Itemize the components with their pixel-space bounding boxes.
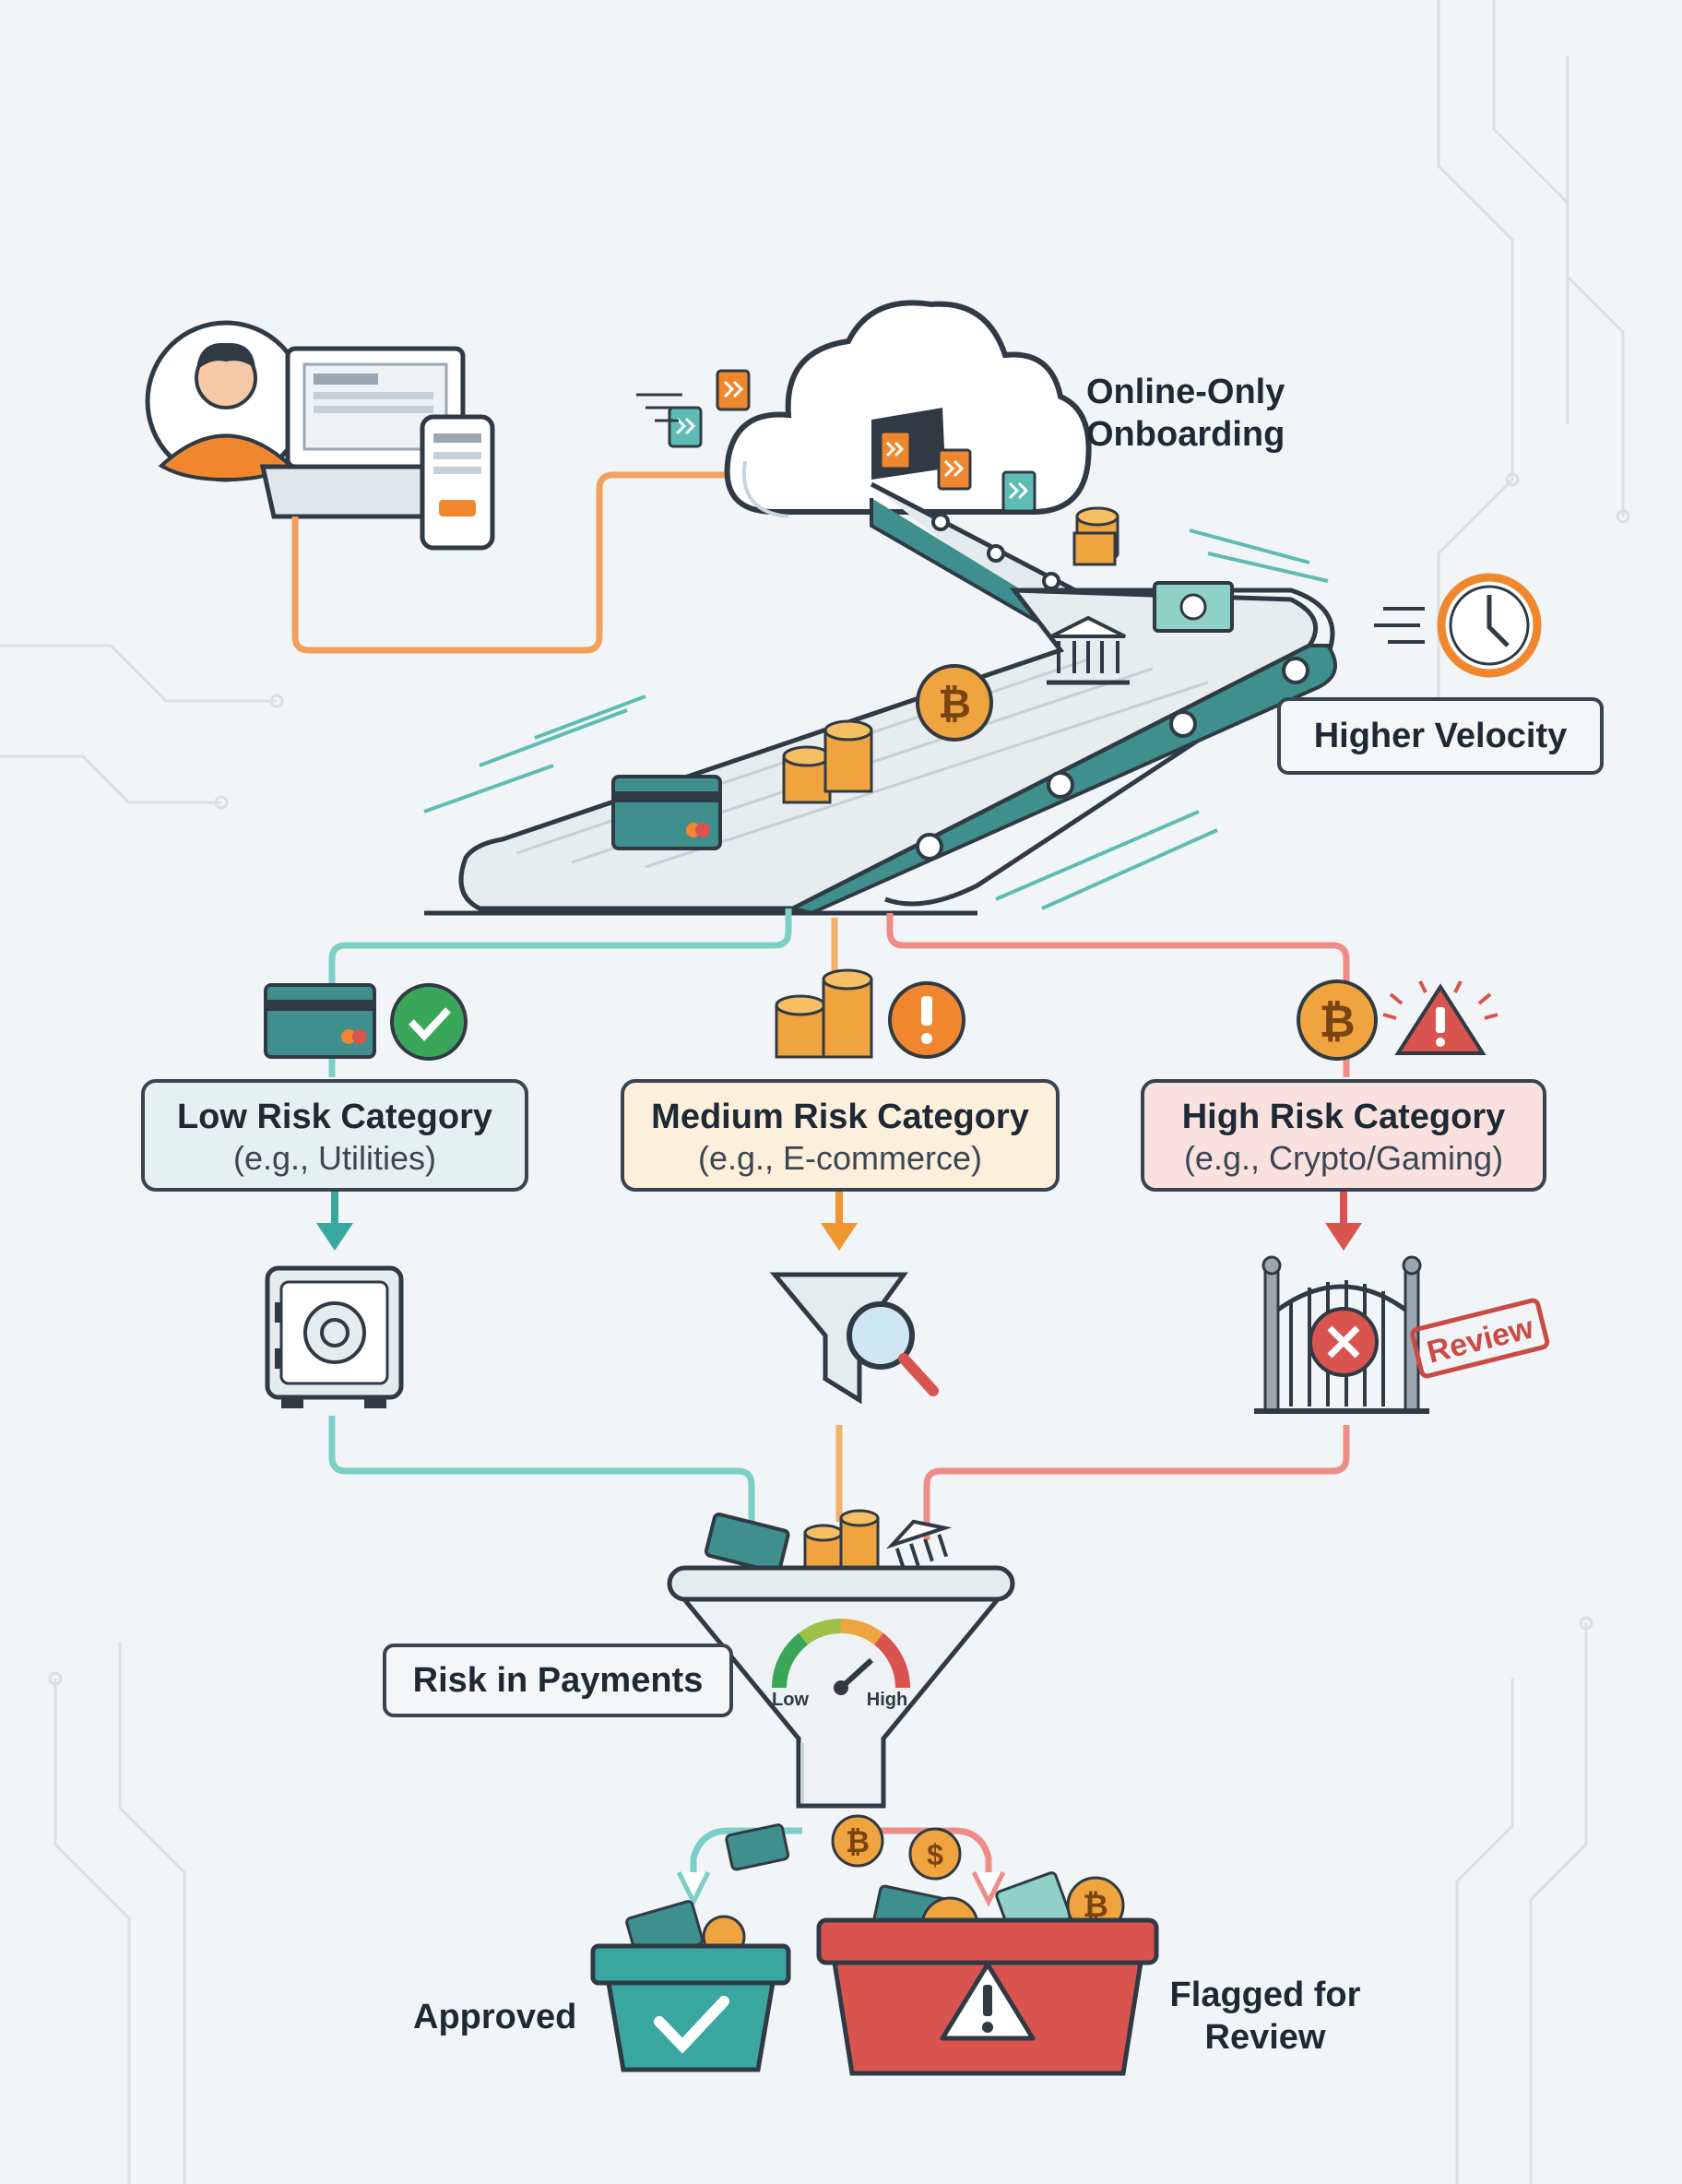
medium-risk-title: Medium Risk Category (651, 1098, 1029, 1136)
clock-icon (1374, 573, 1542, 678)
category-arrows (316, 1192, 1362, 1251)
credit-card-icon (611, 775, 722, 850)
risk-funnel (667, 1565, 1015, 1809)
low-risk-category: Low Risk Category (e.g., Utilities) (141, 1079, 528, 1192)
svg-text:₿: ₿ (846, 1825, 870, 1858)
low-risk-example: (e.g., Utilities) (232, 1139, 437, 1177)
high-risk-example: (e.g., Crypto/Gaming) (1183, 1139, 1504, 1177)
flagged-bin-icon: ₿ (816, 1871, 1159, 2076)
velocity-label: Higher Velocity (1277, 697, 1604, 775)
funnel-input-items (704, 1509, 953, 1574)
svg-text:$: $ (927, 1838, 943, 1871)
safe-icon (265, 1265, 404, 1408)
risk-in-payments-text: Risk in Payments (412, 1660, 704, 1700)
merge-connectors (328, 1416, 1350, 1549)
circuit-background (0, 0, 1630, 2184)
bitcoin-icon: ₿ (916, 664, 993, 742)
filter-funnel-icon (769, 1272, 939, 1405)
gauge-high-label: High (867, 1690, 907, 1710)
bank-icon (1047, 615, 1130, 685)
review-stamp: Review (1410, 1298, 1550, 1379)
risk-gauge: Low High (772, 1619, 910, 1710)
velocity-text: Higher Velocity (1313, 716, 1568, 755)
medium-risk-icons (775, 968, 965, 1059)
approved-label: Approved (413, 1998, 577, 2036)
flagged-label: Flagged for Review (1169, 1976, 1361, 2057)
high-risk-category: High Risk Category (e.g., Crypto/Gaming) (1141, 1079, 1546, 1192)
user-device-icon (145, 320, 495, 551)
svg-text:₿: ₿ (1319, 998, 1355, 1047)
cloud-icon (724, 300, 1092, 518)
low-risk-icons (264, 983, 468, 1061)
gauge-low-label: Low (772, 1690, 809, 1710)
banknote-icon (1153, 581, 1234, 633)
high-risk-title: High Risk Category (1181, 1098, 1506, 1136)
approved-bin-icon (590, 1900, 791, 2072)
risk-in-payments-label: Risk in Payments (383, 1644, 733, 1717)
conveyor-belt (423, 481, 1337, 916)
coin-stack-icon (1072, 506, 1119, 566)
user-to-cloud-connector (291, 471, 738, 654)
gate-icon (1254, 1255, 1429, 1414)
svg-text:₿: ₿ (938, 682, 971, 727)
funnel-output-arrows (676, 1827, 1006, 1907)
low-risk-title: Low Risk Category (176, 1098, 493, 1136)
high-risk-icons: ₿ (1297, 979, 1498, 1061)
medium-risk-example: (e.g., E-commerce) (697, 1139, 983, 1177)
document-icons (636, 369, 751, 448)
coin-stack-icon (782, 719, 873, 804)
medium-risk-category: Medium Risk Category (e.g., E-commerce) (621, 1079, 1060, 1192)
onboarding-label: Online-Only Onboarding (1086, 373, 1285, 454)
falling-items: ₿ $ (725, 1814, 962, 1881)
belt-items: ₿ (611, 506, 1234, 850)
